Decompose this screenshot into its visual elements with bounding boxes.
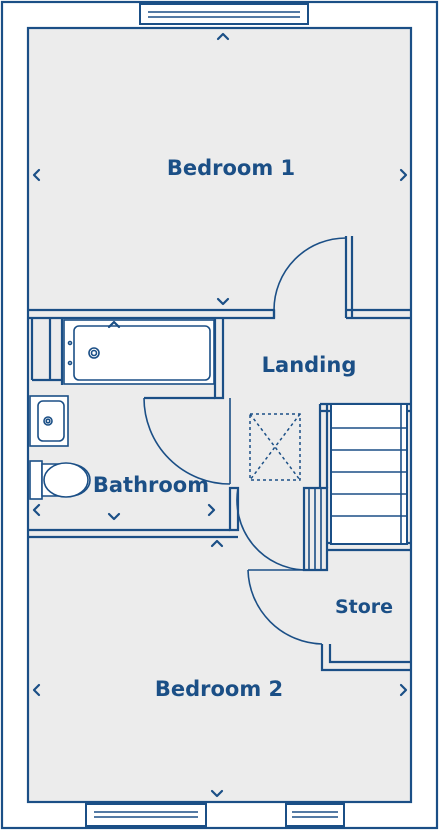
room-label-bedroom2: Bedroom 2 <box>155 677 283 701</box>
door-swing-icon <box>273 237 347 311</box>
window-bottom-right <box>285 803 345 827</box>
loft-hatch-icon <box>249 413 301 481</box>
door-swing-icon <box>143 397 231 485</box>
staircase <box>308 403 408 570</box>
room-label-bathroom: Bathroom <box>93 473 209 497</box>
window-bottom-left <box>85 803 207 827</box>
window-top <box>139 3 309 25</box>
toilet <box>29 460 91 500</box>
door-swing-icon <box>247 569 323 645</box>
room-label-store: Store <box>335 596 393 618</box>
door-swing-icon <box>236 487 305 571</box>
room-label-landing: Landing <box>262 353 357 377</box>
dimension-arrow-icon <box>32 32 408 798</box>
room-label-bedroom1: Bedroom 1 <box>167 156 295 180</box>
washbasin <box>29 395 69 447</box>
bath <box>63 319 215 385</box>
